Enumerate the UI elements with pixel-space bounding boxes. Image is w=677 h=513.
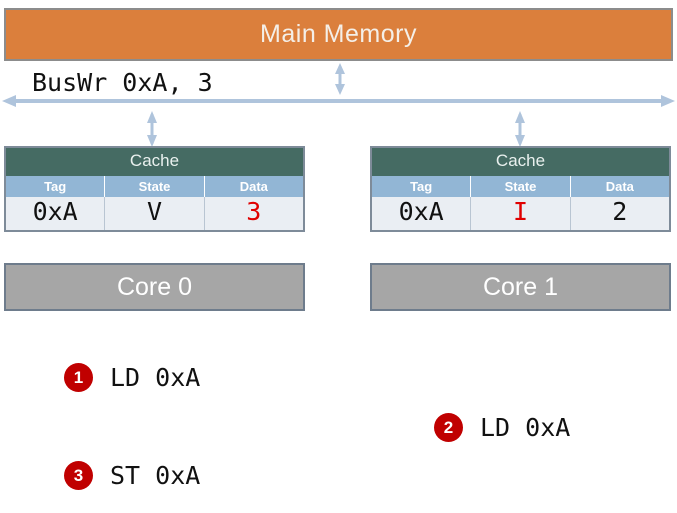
system-bus-arrow	[2, 95, 675, 107]
cache-0-col-data: Data	[239, 178, 268, 194]
cache-1-header-row: Tag State Data	[372, 175, 669, 197]
core-block-0: Core 0	[4, 263, 305, 311]
step-number-badge-2: 2	[434, 413, 463, 442]
cache-1-col-data: Data	[605, 178, 634, 194]
cache-0-state-value: V	[105, 196, 205, 231]
connector-memory-bus	[335, 63, 345, 95]
cache-0-data-value: 3	[246, 196, 262, 226]
main-memory-block: Main Memory	[4, 8, 673, 61]
cache-0-tag-value: 0xA	[6, 196, 106, 231]
connector-bus-cache-1	[515, 111, 525, 147]
cache-0-col-state: State	[105, 175, 205, 197]
cache-0-header-row: Tag State Data	[6, 175, 303, 197]
core-1-label: Core 1	[482, 272, 559, 301]
cache-0-col-tag: Tag	[6, 175, 106, 197]
connector-bus-cache-0	[147, 111, 157, 147]
cache-1-data-value: 2	[612, 196, 628, 226]
cache-0-data-row: 0xA V 3	[6, 196, 303, 231]
instruction-step-2: 2 LD 0xA	[434, 413, 570, 442]
cache-block-1: Cache Tag State Data 0xA I 2	[370, 146, 671, 233]
core-block-1: Core 1	[370, 263, 671, 311]
cache-block-0: Cache Tag State Data 0xA V 3	[4, 146, 305, 233]
instruction-step-3: 3 ST 0xA	[64, 461, 200, 490]
step-number-badge-1: 1	[64, 363, 93, 392]
cache-1-data-row: 0xA I 2	[372, 196, 669, 231]
instruction-text-2: LD 0xA	[480, 413, 571, 442]
main-memory-label: Main Memory	[260, 20, 417, 48]
cache-0-title: Cache	[6, 148, 303, 176]
step-number-badge-3: 3	[64, 461, 93, 490]
cache-1-tag-value: 0xA	[372, 196, 472, 231]
instruction-step-1: 1 LD 0xA	[64, 363, 200, 392]
core-0-label: Core 0	[116, 272, 193, 301]
cache-1-col-state: State	[471, 175, 571, 197]
bus-transaction-label: BusWr 0xA, 3	[32, 68, 213, 97]
cache-1-col-tag: Tag	[372, 175, 472, 197]
cache-1-state-value: I	[471, 196, 571, 231]
instruction-text-3: ST 0xA	[110, 461, 201, 490]
instruction-text-1: LD 0xA	[110, 363, 201, 392]
cache-1-title: Cache	[372, 148, 669, 176]
